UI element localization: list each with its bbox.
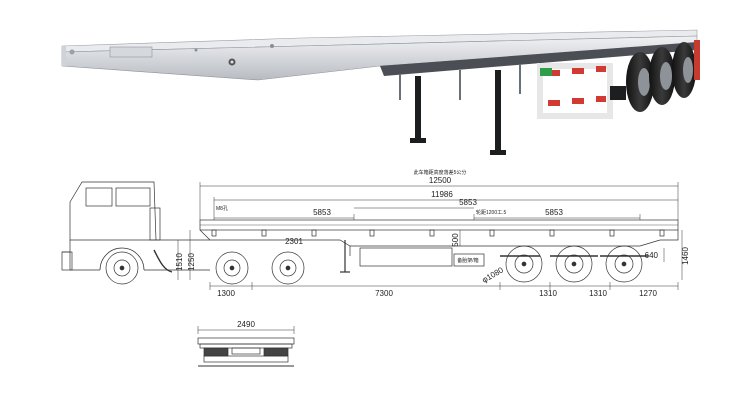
- header-note: 此车箱距高度落差5公分: [414, 169, 467, 176]
- segment-2: 5853: [459, 198, 477, 207]
- front-offset: 1300: [217, 289, 235, 298]
- axle-spacing-2: 1310: [589, 289, 607, 298]
- side-view-drawing: [61, 181, 683, 290]
- deck-length: 11986: [431, 190, 453, 199]
- tractor-wheels: [105, 251, 305, 285]
- photo-tires: [626, 42, 696, 112]
- rear-height: 640: [645, 251, 659, 260]
- overall-width: 2490: [237, 320, 255, 329]
- fifth-wheel-height: 1510: [175, 253, 184, 271]
- deck-front: [62, 46, 66, 66]
- neck-height: 500: [451, 233, 460, 247]
- segment-1: 5853: [313, 208, 331, 217]
- trailer-deck: [199, 219, 679, 273]
- front-view-drawing: [197, 326, 295, 367]
- stake-pockets: [211, 229, 665, 237]
- tractor-cab: [61, 181, 210, 271]
- chassis-beam: [380, 42, 697, 76]
- segment-3: 5853: [545, 208, 563, 217]
- landing-gear: [410, 70, 506, 155]
- dimension-lines: [177, 182, 683, 290]
- trailer-photo: [61, 29, 700, 155]
- hole-label: M8孔: [216, 205, 228, 212]
- deck-height: 1460: [681, 247, 690, 265]
- gooseneck-height: 1250: [187, 253, 196, 271]
- overall-length: 12500: [429, 176, 452, 185]
- kingpin-to-axle: 7300: [375, 289, 393, 298]
- toolbox-label: 备胎架/箱: [457, 257, 478, 264]
- axle-spacing-1: 1310: [539, 289, 557, 298]
- wheel-diameter: φ1080: [481, 265, 506, 285]
- beam-label: 轮距1200工.5: [476, 209, 507, 216]
- rear-overhang: 1270: [639, 289, 657, 298]
- kingpin-offset: 2301: [285, 237, 303, 246]
- trailer-wheels: [500, 245, 648, 283]
